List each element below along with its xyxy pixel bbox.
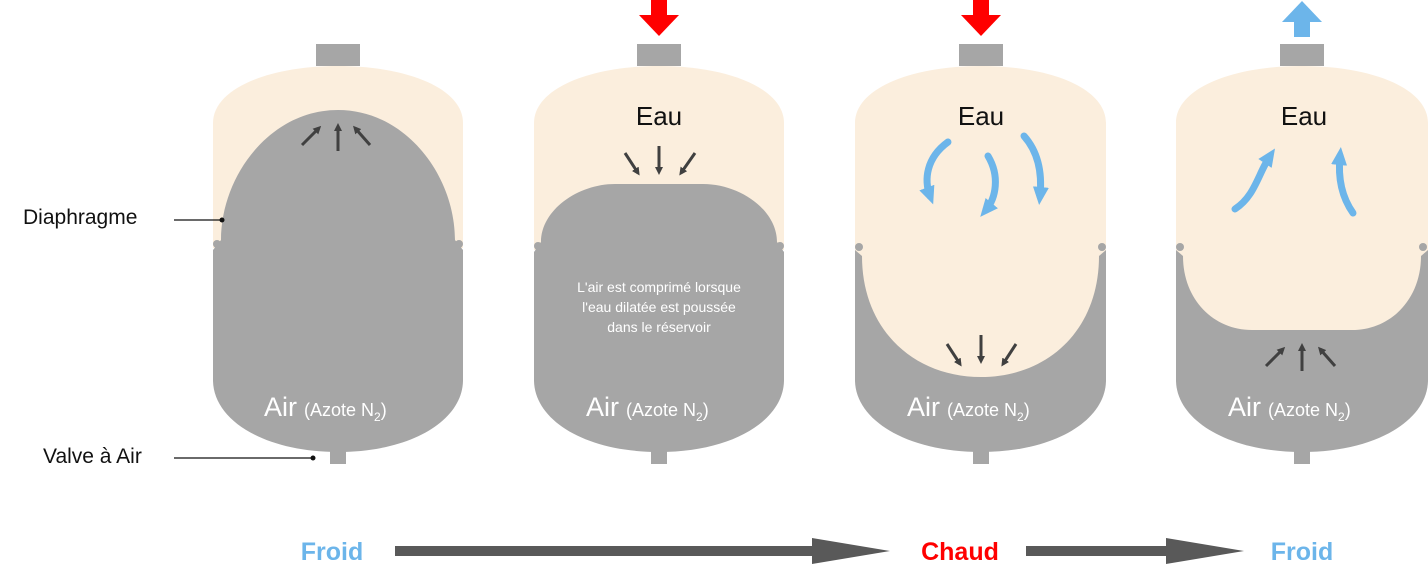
air-valve [330, 450, 346, 464]
air-valve [973, 450, 989, 464]
outflow-arrow [1282, 1, 1322, 37]
water-label: Eau [958, 101, 1004, 131]
tank-2: Eau L'air est comprimé lorsque l'eau dil… [534, 0, 784, 464]
inflow-arrow [961, 0, 1001, 36]
svg-text:Valve à Air: Valve à Air [43, 445, 142, 468]
state-cold-end: Froid [1271, 538, 1334, 566]
timeline-arrow-2 [1026, 538, 1244, 564]
state-hot: Chaud [921, 538, 999, 566]
compression-note: L'air est comprimé lorsque l'eau dilatée… [577, 279, 741, 335]
air-chamber [534, 184, 784, 452]
air-label: Air(Azote N2) [1228, 392, 1351, 424]
temperature-timeline: Froid Chaud Froid [301, 538, 1334, 566]
state-cold-start: Froid [301, 538, 364, 566]
air-valve [651, 450, 667, 464]
tank-3: Eau Air(Azote N2) [855, 0, 1106, 464]
water-chamber [1176, 66, 1428, 330]
timeline-arrow-1 [395, 538, 890, 564]
inflow-arrow [639, 0, 679, 36]
valve-callout: Valve à Air [43, 445, 316, 468]
svg-text:l'eau dilatée est poussée: l'eau dilatée est poussée [582, 299, 736, 315]
pressure-arrows-down [945, 335, 1018, 367]
water-inlet-pipe [1280, 44, 1324, 66]
water-inlet-pipe [316, 44, 360, 66]
diaphragm-callout: Diaphragme [23, 206, 225, 229]
svg-text:Diaphragme: Diaphragme [23, 206, 137, 229]
pressure-arrows-up [300, 123, 372, 151]
svg-text:dans le réservoir: dans le réservoir [607, 319, 711, 335]
water-inlet-pipe [959, 44, 1003, 66]
air-label: Air(Azote N2) [264, 392, 387, 424]
tank-4: Eau Air(Azote N2) [1176, 1, 1428, 464]
air-valve [1294, 450, 1310, 464]
air-label: Air(Azote N2) [586, 392, 709, 424]
pressure-arrows-down [623, 146, 697, 176]
air-chamber [213, 110, 463, 452]
convection-arrows [1231, 147, 1357, 217]
pressure-arrows-up [1264, 343, 1337, 371]
air-label: Air(Azote N2) [907, 392, 1030, 424]
svg-text:L'air est comprimé lorsque: L'air est comprimé lorsque [577, 279, 741, 295]
tank-1: Air(Azote N2) [213, 44, 463, 464]
convection-arrows [919, 132, 1049, 217]
water-chamber [855, 66, 1106, 377]
water-label: Eau [636, 101, 682, 131]
water-inlet-pipe [637, 44, 681, 66]
water-label: Eau [1281, 101, 1327, 131]
